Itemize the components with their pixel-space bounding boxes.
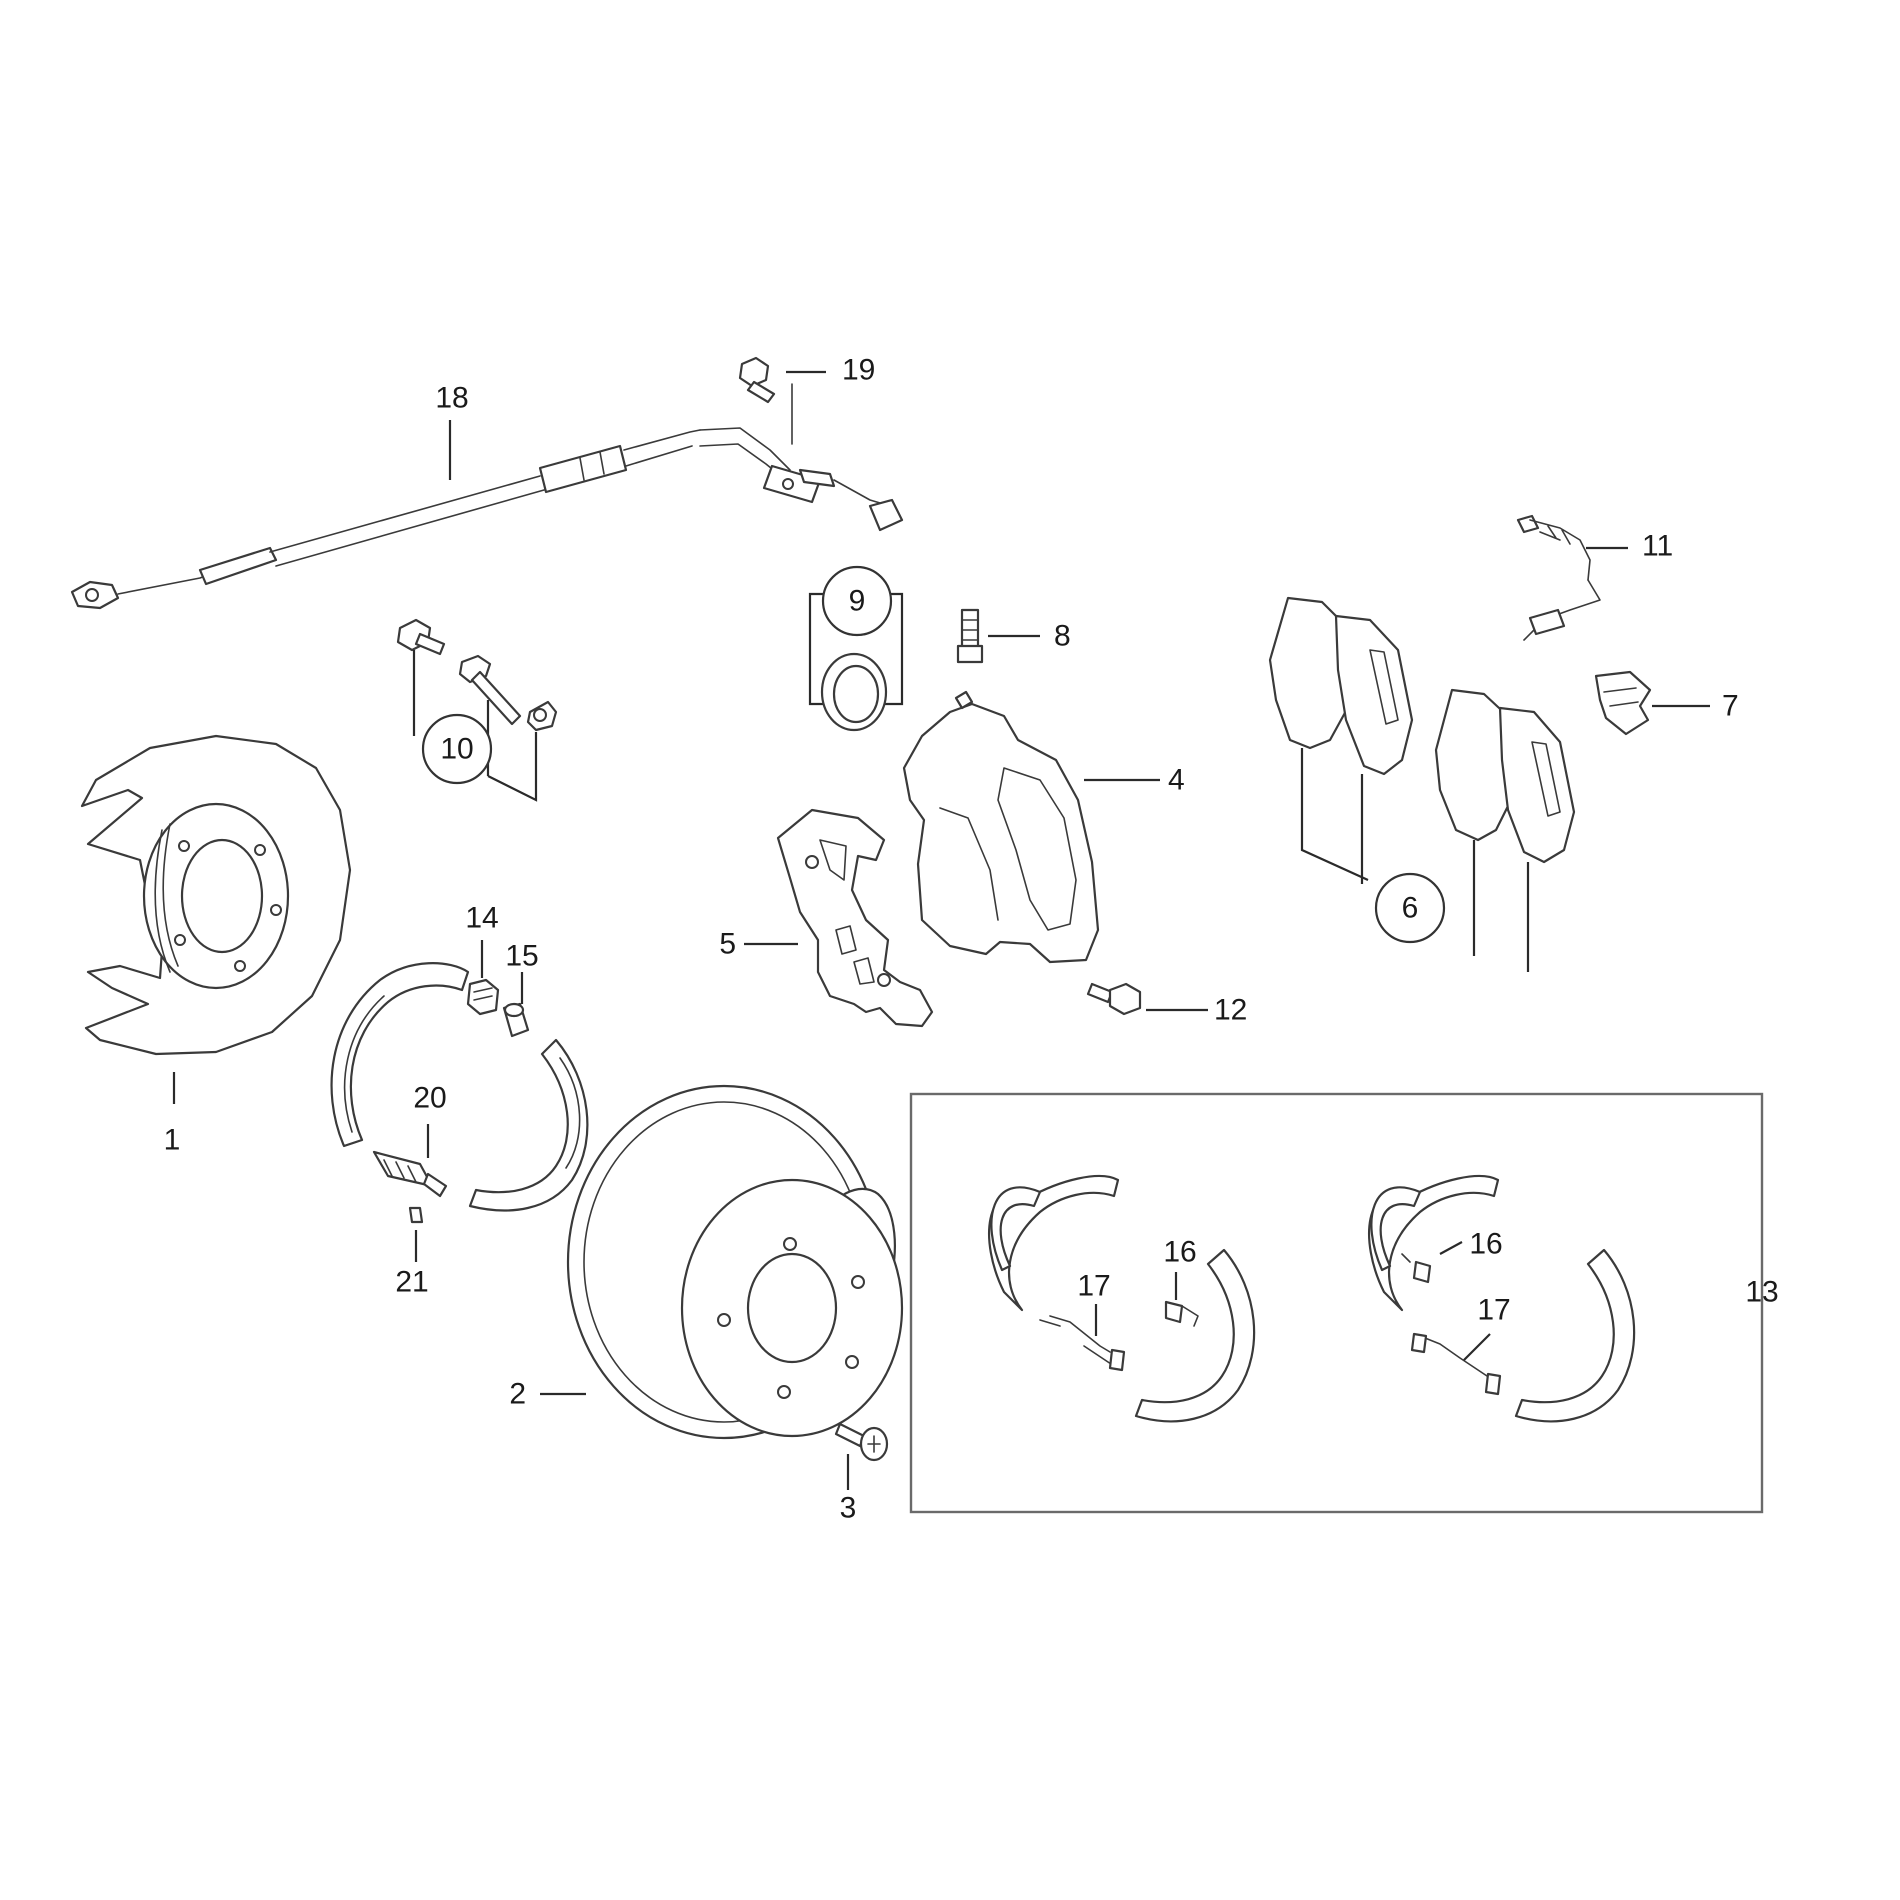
cable-bracket-bolt <box>738 356 793 445</box>
callout-15: 15 <box>505 940 538 973</box>
anti-rattle-clip <box>1594 670 1652 736</box>
brake-caliper <box>902 690 1100 964</box>
leader-16b <box>1439 1241 1463 1255</box>
callout-13: 13 <box>1745 1276 1778 1309</box>
seal-kit-group <box>808 592 904 732</box>
parking-shoe-kit-set-a <box>987 1174 1256 1423</box>
leader-17b <box>1463 1333 1491 1361</box>
callout-6: 6 <box>1402 892 1419 925</box>
callout-17b: 17 <box>1477 1294 1510 1327</box>
dust-shield <box>80 734 352 1104</box>
adjuster-small-part <box>408 1206 424 1224</box>
adjuster-nut <box>466 978 500 1016</box>
parking-brake-shoes-left <box>330 962 589 1212</box>
callout-4: 4 <box>1168 764 1185 797</box>
callout-1: 1 <box>164 1124 181 1157</box>
callout-18: 18 <box>435 382 468 415</box>
callout-10: 10 <box>440 733 473 766</box>
parking-shoe-kit-frame <box>909 1092 1764 1514</box>
parking-shoe-kit-set-b <box>1367 1174 1636 1423</box>
callout-7: 7 <box>1722 690 1739 723</box>
callout-3: 3 <box>840 1492 857 1525</box>
bleeder-screw <box>956 608 984 664</box>
callout-16a: 16 <box>1163 1236 1196 1269</box>
adjuster-sleeve <box>502 1002 530 1038</box>
callout-11: 11 <box>1642 530 1673 563</box>
callout-19: 19 <box>842 354 875 387</box>
callout-14: 14 <box>465 902 498 935</box>
brake-disc <box>566 1084 904 1440</box>
callout-circle-9 <box>821 565 893 637</box>
callout-20: 20 <box>413 1082 446 1115</box>
callout-9: 9 <box>849 585 866 618</box>
brake-pad-set <box>1268 596 1576 972</box>
callout-2: 2 <box>509 1378 526 1411</box>
parking-brake-cable <box>70 427 904 610</box>
caliper-bracket <box>776 808 934 1028</box>
shoe-adjuster <box>372 1150 448 1198</box>
callout-12: 12 <box>1214 994 1247 1027</box>
callout-circle-6 <box>1374 872 1446 944</box>
callout-17a: 17 <box>1077 1270 1110 1303</box>
callout-16b: 16 <box>1469 1228 1502 1261</box>
callout-21: 21 <box>395 1266 428 1299</box>
pad-wear-sensor <box>1516 514 1601 641</box>
disc-retaining-screw <box>834 1422 889 1462</box>
caliper-bolt <box>1086 982 1142 1016</box>
callout-8: 8 <box>1054 620 1071 653</box>
callout-5: 5 <box>719 928 736 961</box>
callout-circle-10 <box>421 713 493 785</box>
